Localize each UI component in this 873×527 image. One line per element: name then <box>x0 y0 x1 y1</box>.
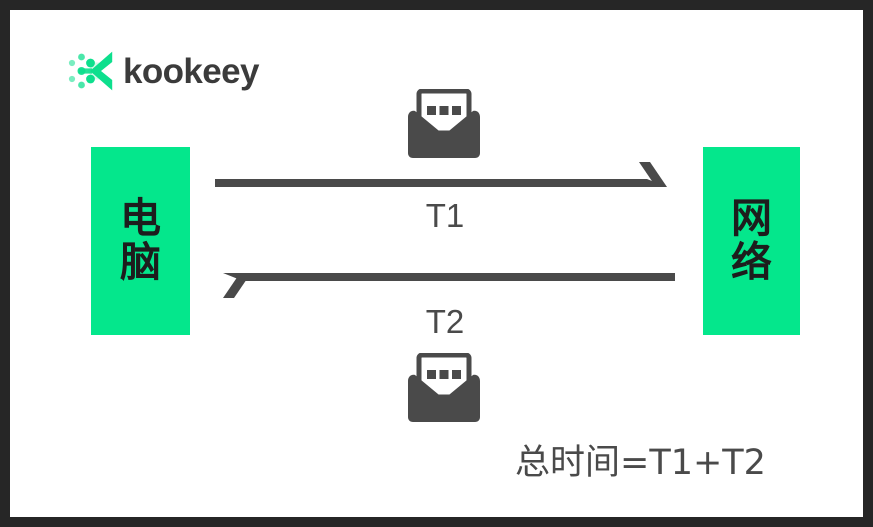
diagram-canvas: kookeey 电 脑 网 络 T1 T2 <box>10 10 863 517</box>
kookeey-x-mark-icon <box>68 51 113 91</box>
node-network-char-2: 络 <box>731 238 772 286</box>
arrow-request-right <box>215 162 667 187</box>
node-computer-char-1: 电 <box>120 194 161 243</box>
node-computer-char-2: 脑 <box>120 238 161 286</box>
arrow-response-left <box>223 273 675 298</box>
node-network-char-1: 网 <box>731 194 772 243</box>
node-computer: 电 脑 <box>91 147 190 335</box>
open-envelope-icon-request <box>408 89 480 158</box>
node-network: 网 络 <box>703 147 800 335</box>
brand-name: kookeey <box>123 51 259 91</box>
label-t2: T2 <box>425 303 465 340</box>
label-t1: T1 <box>425 197 465 234</box>
total-time-formula: 总时间=T1+T2 <box>515 443 766 483</box>
open-envelope-icon-response <box>408 353 480 422</box>
brand-logo: kookeey <box>68 50 259 92</box>
